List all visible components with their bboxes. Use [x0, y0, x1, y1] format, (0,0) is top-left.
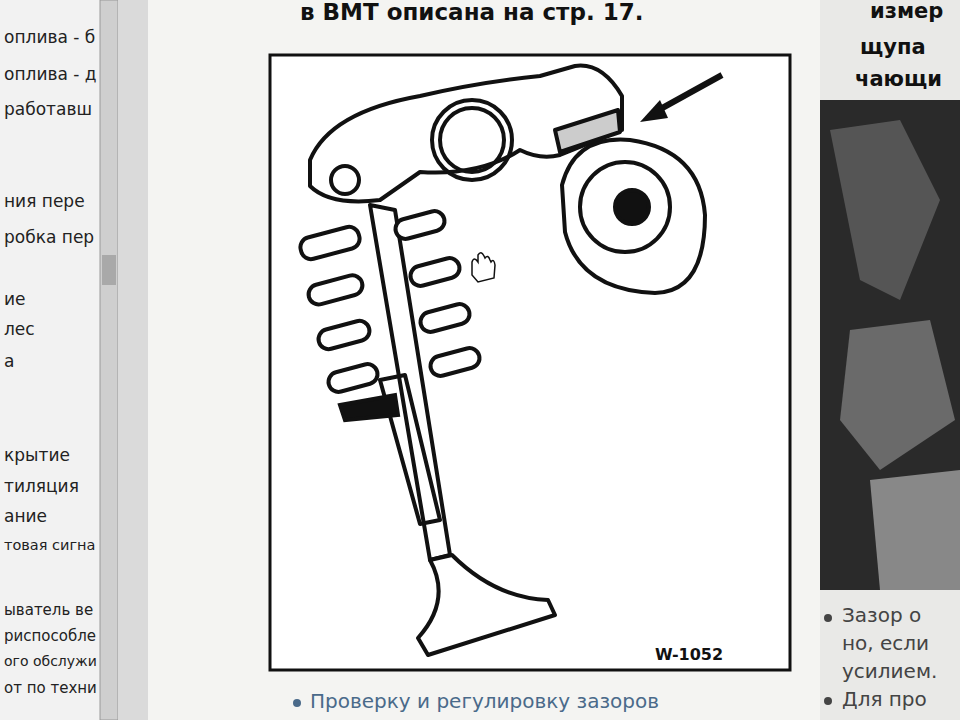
photo-detail — [830, 120, 940, 300]
photo — [820, 100, 960, 590]
sidebar-item: оплива - д — [4, 65, 97, 84]
scrollbar-thumb — [102, 255, 116, 285]
rocker-shaft — [440, 108, 504, 172]
column-text: чающи — [855, 68, 942, 91]
camshaft — [580, 162, 670, 252]
column-text: измер — [870, 0, 943, 23]
sidebar-item: ого обслужи — [4, 654, 97, 669]
sidebar-item: ыватель ве — [4, 602, 93, 619]
photo-detail — [870, 470, 960, 590]
column-text: Для про — [842, 688, 927, 710]
sidebar-item: робка пер — [4, 228, 94, 247]
camshaft-center — [615, 190, 649, 224]
valve-head — [418, 555, 555, 655]
sidebar-item: ание — [4, 507, 47, 526]
caption-text: Проверку и регулировку зазоров — [310, 690, 659, 712]
sidebar-item: тиляция — [4, 477, 79, 496]
bullet — [293, 699, 301, 707]
figure-number: W-1052 — [655, 646, 723, 664]
rocker-pad — [555, 110, 620, 152]
sidebar-item: крытие — [4, 446, 70, 465]
column-text: но, если — [842, 632, 929, 654]
sidebar-item: ие — [4, 290, 26, 309]
valve-stem — [370, 205, 450, 560]
sidebar-item: оплива - б — [4, 28, 95, 47]
page-heading: в ВМТ описана на стр. 17. — [300, 0, 643, 25]
adjuster-ball — [331, 166, 359, 194]
hand-cursor — [472, 253, 495, 282]
valve-spring — [298, 209, 482, 420]
sidebar-item: лес — [4, 320, 35, 339]
camshaft-lobe — [562, 140, 705, 293]
column-text: усилием. — [842, 660, 937, 682]
arrowhead — [640, 100, 668, 122]
sidebar-panel — [0, 0, 100, 720]
bullet — [824, 697, 832, 705]
page — [148, 0, 820, 720]
sidebar-item: риспособле — [4, 628, 96, 645]
photo-detail — [840, 320, 955, 470]
figure-frame — [270, 55, 790, 670]
bullet — [824, 614, 832, 622]
scrollbar — [100, 0, 118, 720]
column-text: Зазор о — [842, 604, 921, 626]
sidebar-item: ния пере — [4, 192, 85, 211]
column-text: щупа — [860, 36, 926, 59]
sidebar-item: от по техни — [4, 680, 97, 697]
sidebar-item: работавш — [4, 100, 92, 119]
indicator-arrow — [655, 75, 722, 112]
rocker-arm — [310, 66, 622, 202]
sidebar-item: товая сигна — [4, 538, 95, 554]
page-gutter — [118, 0, 148, 720]
sidebar-item: а — [4, 352, 14, 371]
rocker-shaft-bore — [432, 100, 512, 180]
